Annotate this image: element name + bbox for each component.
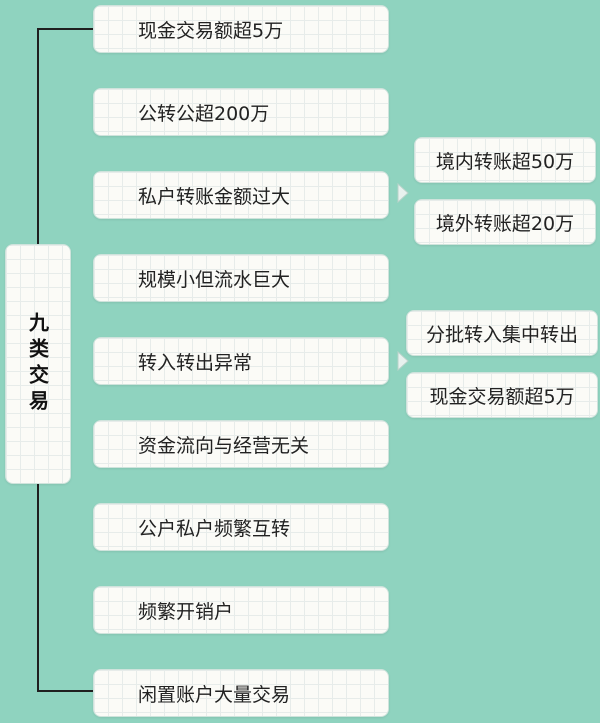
category-label: 规模小但流水巨大 [138,268,291,291]
category-label: 闲置账户大量交易 [138,683,291,706]
sub-cash-transaction: 现金交易额超5万 [406,372,598,418]
category-corporate-transfer: 公转公超200万 [93,88,389,136]
sub-label: 境内转账超50万 [435,150,575,173]
category-unrelated-fund-flow: 资金流向与经营无关 [93,420,389,468]
sub-label: 境外转账超20万 [435,212,575,235]
category-label: 频繁开销户 [138,600,234,623]
category-dormant-account: 闲置账户大量交易 [93,669,389,717]
category-label: 现金交易额超5万 [138,19,284,42]
category-private-transfer: 私户转账金额过大 [93,171,389,219]
connector-bottom [37,484,93,692]
arrow-right-icon [397,350,409,372]
category-label: 转入转出异常 [138,351,253,374]
category-cash-transaction: 现金交易额超5万 [93,5,389,53]
sub-label: 现金交易额超5万 [429,385,575,408]
sub-label: 分批转入集中转出 [425,323,578,346]
connector-top [37,28,93,244]
category-small-scale-large-flow: 规模小但流水巨大 [93,254,389,302]
category-label: 公转公超200万 [138,102,270,125]
sub-overseas-transfer: 境外转账超20万 [414,199,596,245]
sub-domestic-transfer: 境内转账超50万 [414,137,596,183]
category-frequent-open-close: 频繁开销户 [93,586,389,634]
category-label: 资金流向与经营无关 [138,434,310,457]
category-label: 私户转账金额过大 [138,185,291,208]
category-abnormal-in-out: 转入转出异常 [93,337,389,385]
root-label: 九类交易 [25,312,50,416]
category-frequent-transfers: 公户私户频繁互转 [93,503,389,551]
root-node: 九类交易 [5,244,71,484]
sub-batch-in-concentrated-out: 分批转入集中转出 [406,310,598,356]
arrow-right-icon [397,182,409,204]
category-label: 公户私户频繁互转 [138,517,291,540]
